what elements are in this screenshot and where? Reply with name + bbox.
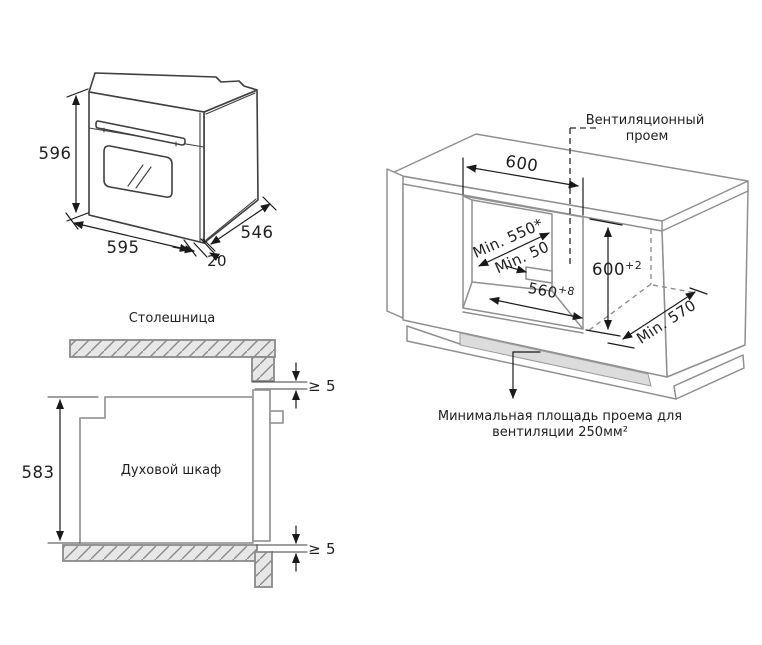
niche-height-dimension: 583 bbox=[22, 396, 99, 544]
oven-handle bbox=[95, 120, 186, 146]
cabinet-plinth bbox=[406, 325, 745, 400]
oven-height-label: 596 bbox=[39, 144, 72, 163]
cutout-height-label: 600+2 bbox=[592, 259, 642, 279]
vent-axis-line bbox=[569, 127, 596, 266]
cabinet-perspective-view: Вентиляционный проем 600 Min. 550* Min. … bbox=[386, 113, 749, 440]
cabinet-drawing bbox=[386, 133, 749, 400]
countertop-bar bbox=[69, 339, 276, 382]
vent-opening-label-line2: проем bbox=[626, 129, 669, 144]
ventilation-slot bbox=[459, 332, 652, 387]
vent-opening-label-line1: Вентиляционный bbox=[586, 113, 705, 128]
vent-caption-line2: вентиляции 250мм² bbox=[492, 425, 628, 440]
top-gap-dimension: ≥ 5 bbox=[251, 362, 336, 409]
window-reflection bbox=[127, 164, 152, 189]
niche-height-label: 583 bbox=[22, 463, 55, 482]
oven-door-window bbox=[103, 145, 173, 198]
cutout-top-width-label: 600 bbox=[504, 152, 540, 176]
countertop-label: Столешница bbox=[129, 311, 216, 326]
oven-perspective-view: 596 595 546 20 bbox=[39, 72, 277, 270]
oven-handle-section bbox=[269, 410, 284, 424]
back-wall-notch bbox=[525, 266, 553, 284]
bottom-shelf-bar bbox=[62, 544, 273, 588]
oven-door-section bbox=[252, 389, 271, 542]
cutout-width-label: 560+8 bbox=[526, 277, 575, 305]
installation-section-view: Столешница ≥ 5 Духовой шкаф 583 bbox=[22, 311, 336, 588]
oven-section-outline: Духовой шкаф bbox=[79, 389, 284, 544]
oven-depth-label: 546 bbox=[241, 223, 274, 242]
oven-section-label: Духовой шкаф bbox=[121, 463, 222, 478]
vent-caption-line1: Минимальная площадь проема для bbox=[438, 409, 682, 424]
bottom-gap-label: ≥ 5 bbox=[308, 540, 336, 558]
oven-dimensions: 596 595 546 20 bbox=[39, 88, 277, 270]
top-gap-label: ≥ 5 bbox=[308, 377, 336, 395]
oven-door-offset-label: 20 bbox=[207, 252, 227, 270]
oven-width-label: 595 bbox=[107, 238, 140, 257]
oven-body-drawing bbox=[88, 72, 259, 244]
bottom-gap-dimension: ≥ 5 bbox=[256, 525, 336, 572]
